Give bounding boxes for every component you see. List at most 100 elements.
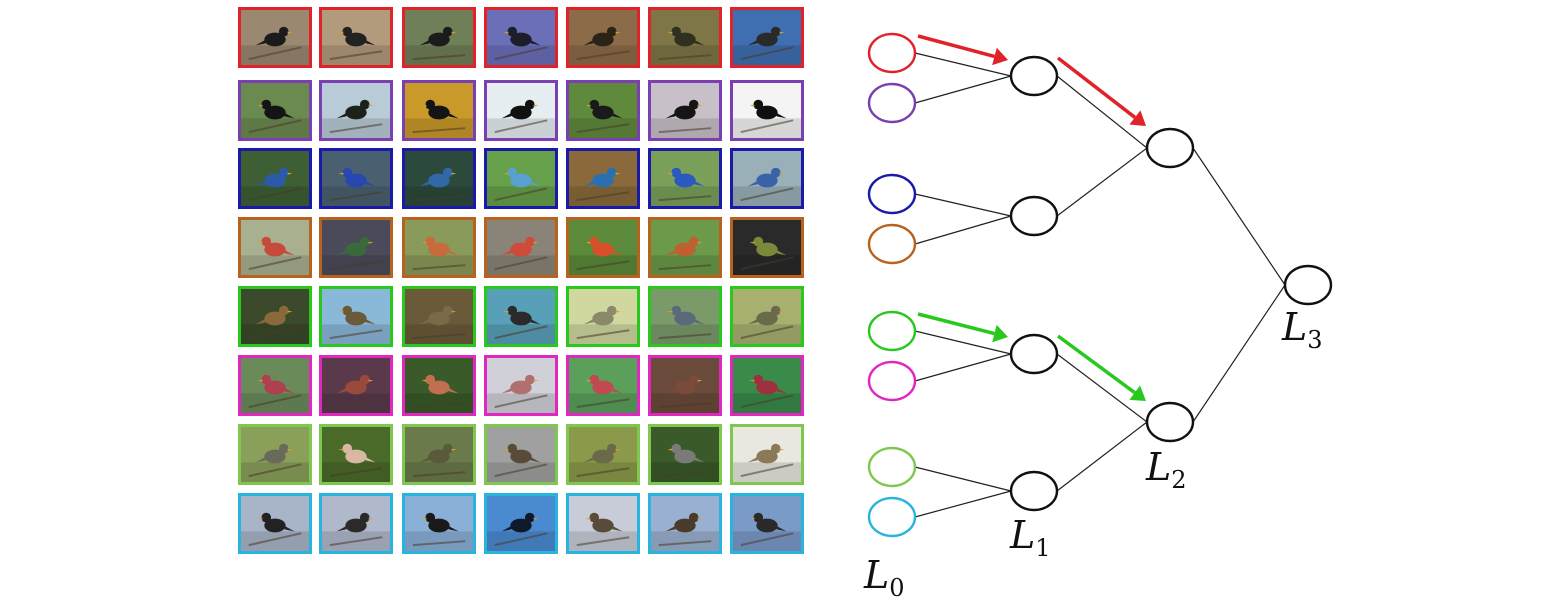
bird-photo-image <box>241 427 309 482</box>
bird-photo-image <box>487 289 555 344</box>
bird-photo-image <box>651 289 719 344</box>
bird-photo <box>730 148 804 209</box>
bird-photo-image <box>569 10 637 65</box>
bird-photo <box>402 424 476 485</box>
hierarchy-tree-diagram: L0 L1 L2 L3 <box>863 32 1333 601</box>
bird-photo <box>319 493 393 554</box>
leaf-node <box>867 223 917 265</box>
bird-photo <box>484 80 558 141</box>
bird-photo-image <box>569 220 637 275</box>
tree-edge <box>914 353 1012 382</box>
bird-photo <box>484 217 558 278</box>
bird-photo <box>238 493 312 554</box>
bird-photo-image <box>651 10 719 65</box>
bird-photo <box>484 148 558 209</box>
bird-photo-image <box>322 496 390 551</box>
bird-photo <box>566 148 640 209</box>
bird-photo <box>730 355 804 416</box>
bird-photo-image <box>405 10 473 65</box>
bird-photo <box>319 7 393 68</box>
tree-edge <box>1056 147 1148 217</box>
bird-photo <box>238 80 312 141</box>
tree-edge <box>1056 421 1148 492</box>
bird-photo-image <box>733 427 801 482</box>
bird-photo-image <box>322 83 390 138</box>
bird-photo-image <box>241 10 309 65</box>
bird-photo-image <box>487 10 555 65</box>
bird-photo-image <box>569 427 637 482</box>
bird-photo-image <box>241 83 309 138</box>
tree-edge <box>914 193 1012 217</box>
bird-photo <box>402 80 476 141</box>
bird-photo <box>238 355 312 416</box>
bird-photo <box>402 286 476 347</box>
bird-photo-image <box>241 358 309 413</box>
bird-photo-image <box>322 427 390 482</box>
bird-photo-image <box>322 358 390 413</box>
tree-edge <box>1192 284 1286 423</box>
bird-photo <box>648 80 722 141</box>
label-L2: L2 <box>1145 445 1187 494</box>
bird-photo <box>319 80 393 141</box>
bird-photo <box>238 148 312 209</box>
level1-node <box>1009 195 1059 237</box>
bird-photo <box>484 7 558 68</box>
bird-photo <box>730 80 804 141</box>
green-arrow <box>1056 334 1146 401</box>
bird-photo-image <box>241 496 309 551</box>
bird-photo <box>730 217 804 278</box>
bird-photo <box>402 148 476 209</box>
leaf-node <box>867 360 917 402</box>
tree-edge <box>1056 75 1148 149</box>
bird-photo <box>648 286 722 347</box>
bird-photo <box>319 286 393 347</box>
bird-photo <box>566 217 640 278</box>
bird-photo-image <box>651 358 719 413</box>
level2-node <box>1145 401 1195 443</box>
bird-photo-image <box>487 358 555 413</box>
bird-photo-image <box>651 151 719 206</box>
root-node <box>1283 264 1333 306</box>
bird-photo <box>484 424 558 485</box>
bird-photo-image <box>405 220 473 275</box>
bird-photo <box>730 7 804 68</box>
bird-photo-image <box>651 83 719 138</box>
bird-photo <box>648 493 722 554</box>
bird-photo-image <box>405 83 473 138</box>
bird-photo <box>648 7 722 68</box>
bird-photo <box>648 355 722 416</box>
tree-edge <box>914 330 1012 355</box>
bird-photo <box>648 217 722 278</box>
bird-photo-image <box>733 289 801 344</box>
label-L3: L3 <box>1281 305 1323 354</box>
leaf-node <box>867 82 917 124</box>
bird-photo <box>402 493 476 554</box>
tree-nodes <box>867 32 1333 538</box>
bird-photo-image <box>405 289 473 344</box>
bird-photo <box>566 493 640 554</box>
tree-edges <box>914 52 1286 518</box>
bird-photo-image <box>487 83 555 138</box>
bird-photo <box>319 148 393 209</box>
tree-edge <box>914 215 1012 245</box>
bird-photo-image <box>322 289 390 344</box>
bird-photo <box>730 424 804 485</box>
bird-photo-image <box>651 220 719 275</box>
green-arrow <box>917 312 1008 343</box>
bird-photo <box>402 355 476 416</box>
bird-photo <box>402 217 476 278</box>
bird-photo-image <box>733 83 801 138</box>
red-arrow <box>917 34 1008 66</box>
bird-photo-image <box>241 151 309 206</box>
bird-photo-image <box>733 358 801 413</box>
level1-node <box>1009 55 1059 97</box>
red-arrow <box>1056 56 1146 126</box>
label-L1: L1 <box>1009 513 1051 562</box>
bird-photo <box>648 148 722 209</box>
leaf-node <box>867 496 917 538</box>
level2-node <box>1145 127 1195 169</box>
bird-photo-image <box>733 496 801 551</box>
bird-photo-image <box>733 151 801 206</box>
bird-photo-image <box>322 220 390 275</box>
tree-edge <box>914 52 1012 77</box>
